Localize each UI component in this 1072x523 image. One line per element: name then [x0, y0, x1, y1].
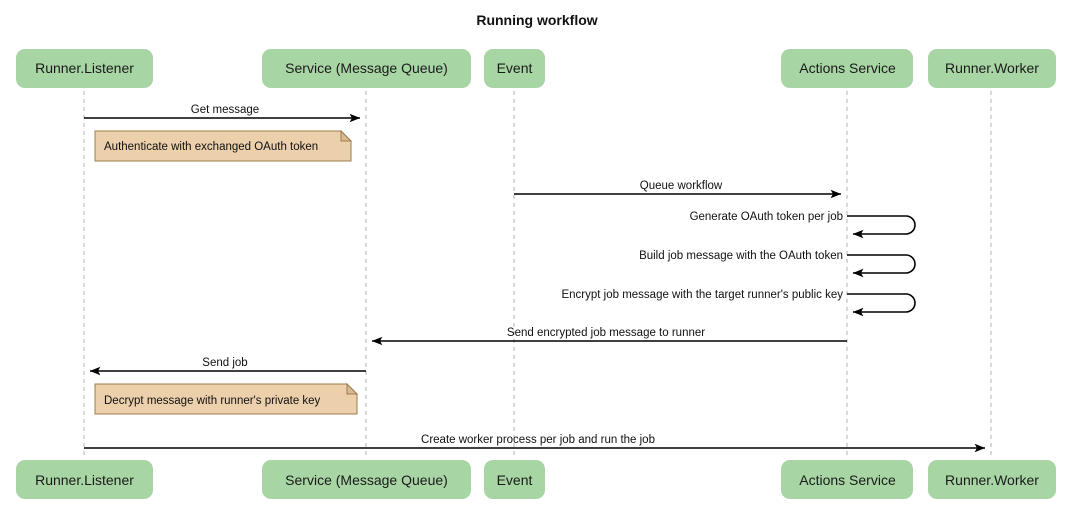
actor-box — [928, 49, 1056, 88]
actor-actions-service-top[interactable]: Actions Service — [781, 49, 913, 88]
message-build-job-message[interactable]: Build job message with the OAuth token — [639, 250, 916, 278]
actor-box — [484, 460, 545, 499]
note-label: Authenticate with exchanged OAuth token — [104, 141, 318, 153]
message-label: Generate OAuth token per job — [690, 211, 843, 223]
message-get-message[interactable]: Get message — [84, 104, 361, 123]
message-label: Send encrypted job message to runner — [507, 327, 705, 339]
actor-runner-listener-top[interactable]: Runner.Listener — [16, 49, 153, 88]
note-label: Decrypt message with runner's private ke… — [104, 395, 321, 407]
actor-box — [781, 460, 913, 499]
actor-footer-row: Runner.Listener Service (Message Queue) … — [16, 460, 1056, 499]
actor-runner-listener-bottom[interactable]: Runner.Listener — [16, 460, 153, 499]
note-fold-corner — [346, 382, 359, 395]
actor-box — [262, 49, 471, 88]
actor-runner-worker-bottom[interactable]: Runner.Worker — [928, 460, 1056, 499]
actor-event-top[interactable]: Event — [484, 49, 545, 88]
actor-label: Event — [497, 472, 533, 488]
actor-label: Actions Service — [799, 60, 896, 76]
note-fold-corner — [340, 129, 353, 142]
actor-service-message-queue-bottom[interactable]: Service (Message Queue) — [262, 460, 471, 499]
actor-runner-worker-top[interactable]: Runner.Worker — [928, 49, 1056, 88]
message-label: Build job message with the OAuth token — [639, 250, 843, 262]
self-message-arrow — [847, 254, 916, 278]
note-body — [94, 130, 352, 162]
messages: Get message Queue workflow Generate OAut… — [84, 104, 986, 453]
actor-box — [484, 49, 545, 88]
message-send-job[interactable]: Send job — [89, 357, 366, 376]
actor-label: Service (Message Queue) — [285, 472, 448, 488]
actor-label: Actions Service — [799, 472, 896, 488]
actor-box — [262, 460, 471, 499]
actor-label: Service (Message Queue) — [285, 60, 448, 76]
page-title: Running workflow — [476, 12, 597, 28]
note-authenticate[interactable]: Authenticate with exchanged OAuth token — [94, 129, 353, 162]
self-message-arrow — [847, 215, 916, 239]
notes: Authenticate with exchanged OAuth token … — [94, 129, 359, 415]
message-generate-oauth-token[interactable]: Generate OAuth token per job — [690, 211, 916, 239]
actor-event-bottom[interactable]: Event — [484, 460, 545, 499]
message-label: Encrypt job message with the target runn… — [561, 289, 843, 301]
self-message-arrow — [847, 293, 916, 317]
actor-box — [928, 460, 1056, 499]
message-create-worker-process[interactable]: Create worker process per job and run th… — [84, 434, 986, 453]
note-decrypt[interactable]: Decrypt message with runner's private ke… — [94, 382, 359, 415]
message-encrypt-job-message[interactable]: Encrypt job message with the target runn… — [561, 289, 916, 317]
message-label: Get message — [191, 104, 259, 116]
message-send-encrypted-job-message[interactable]: Send encrypted job message to runner — [371, 327, 847, 346]
message-label: Queue workflow — [640, 180, 723, 192]
note-body — [94, 383, 358, 415]
actor-actions-service-bottom[interactable]: Actions Service — [781, 460, 913, 499]
actor-label: Runner.Listener — [35, 60, 134, 76]
actor-label: Runner.Worker — [945, 60, 1039, 76]
actor-box — [16, 460, 153, 499]
message-queue-workflow[interactable]: Queue workflow — [514, 180, 842, 199]
lifelines — [83, 91, 992, 458]
message-label: Send job — [202, 357, 247, 369]
actor-label: Event — [497, 60, 533, 76]
actor-header-row: Runner.Listener Service (Message Queue) … — [16, 49, 1056, 88]
actor-box — [781, 49, 913, 88]
message-label: Create worker process per job and run th… — [421, 434, 655, 446]
actor-label: Runner.Listener — [35, 472, 134, 488]
actor-box — [16, 49, 153, 88]
actor-service-message-queue-top[interactable]: Service (Message Queue) — [262, 49, 471, 88]
actor-label: Runner.Worker — [945, 472, 1039, 488]
